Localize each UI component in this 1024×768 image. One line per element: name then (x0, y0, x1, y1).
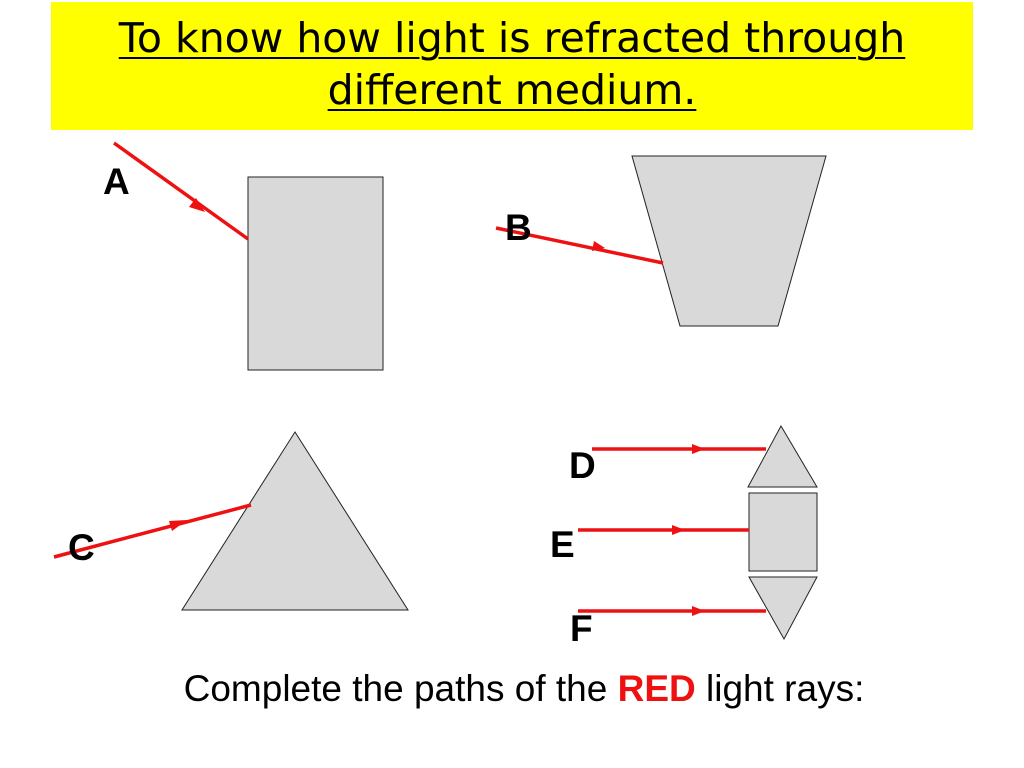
label-c: C (68, 527, 95, 568)
label-b: B (505, 207, 532, 248)
title-banner: To know how light is refracted through d… (51, 2, 973, 130)
ray-d-arrowhead (692, 444, 705, 454)
label-d: D (569, 445, 596, 486)
triangle-prism-c (181, 431, 409, 611)
ray-c-arrowhead (169, 520, 187, 531)
title-line-2: different medium. (327, 66, 697, 114)
ray-b-arrowhead (592, 241, 605, 251)
ray-a (112, 141, 250, 241)
ray-c (53, 503, 252, 559)
label-f: F (570, 608, 593, 649)
ray-e-arrowhead (672, 525, 685, 535)
label-e: E (550, 524, 575, 565)
instruction-emphasis: RED (617, 668, 696, 709)
instruction-text: Complete the paths of the RED light rays… (0, 668, 1024, 710)
title-line-1: To know how light is refracted through (118, 14, 906, 62)
label-a: A (103, 161, 130, 202)
triangle-down-block-f (748, 576, 818, 641)
triangle-up-block-d (747, 424, 818, 488)
ray-f-arrowhead (692, 606, 705, 616)
instruction-after: light rays: (695, 668, 865, 709)
trapezium-block-b (631, 155, 827, 327)
ray-a-arrowhead (189, 198, 205, 212)
rectangle-block-a (247, 176, 384, 371)
square-block-e (748, 492, 818, 572)
instruction-before: Complete the paths of the (183, 668, 618, 709)
ray-b (495, 226, 664, 265)
